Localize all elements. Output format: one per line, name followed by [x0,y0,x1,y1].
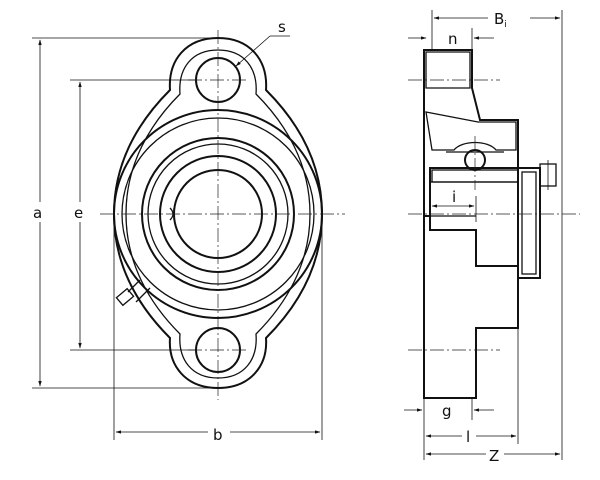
side-view [404,10,580,460]
label-e: e [74,204,83,222]
dimension-labels: a e s b n Bi i g l Z [28,10,507,465]
label-s: s [278,18,286,36]
collar-inner [521,171,537,275]
label-l: l [466,428,470,446]
label-g: g [442,402,452,420]
dimension-s-leader [235,35,271,67]
housing-section-hatch [425,111,517,151]
side-lower-body [423,215,519,399]
label-a: a [33,204,42,222]
flange-section-hatch [425,51,471,89]
label-b: b [213,426,223,444]
label-B: Bi [494,10,507,30]
label-n: n [448,30,458,48]
label-Z: Z [489,447,499,465]
label-i: i [452,188,456,206]
grease-nipple [115,279,151,307]
side-body-outline [423,49,519,217]
collar [517,167,541,279]
front-view [32,30,345,440]
